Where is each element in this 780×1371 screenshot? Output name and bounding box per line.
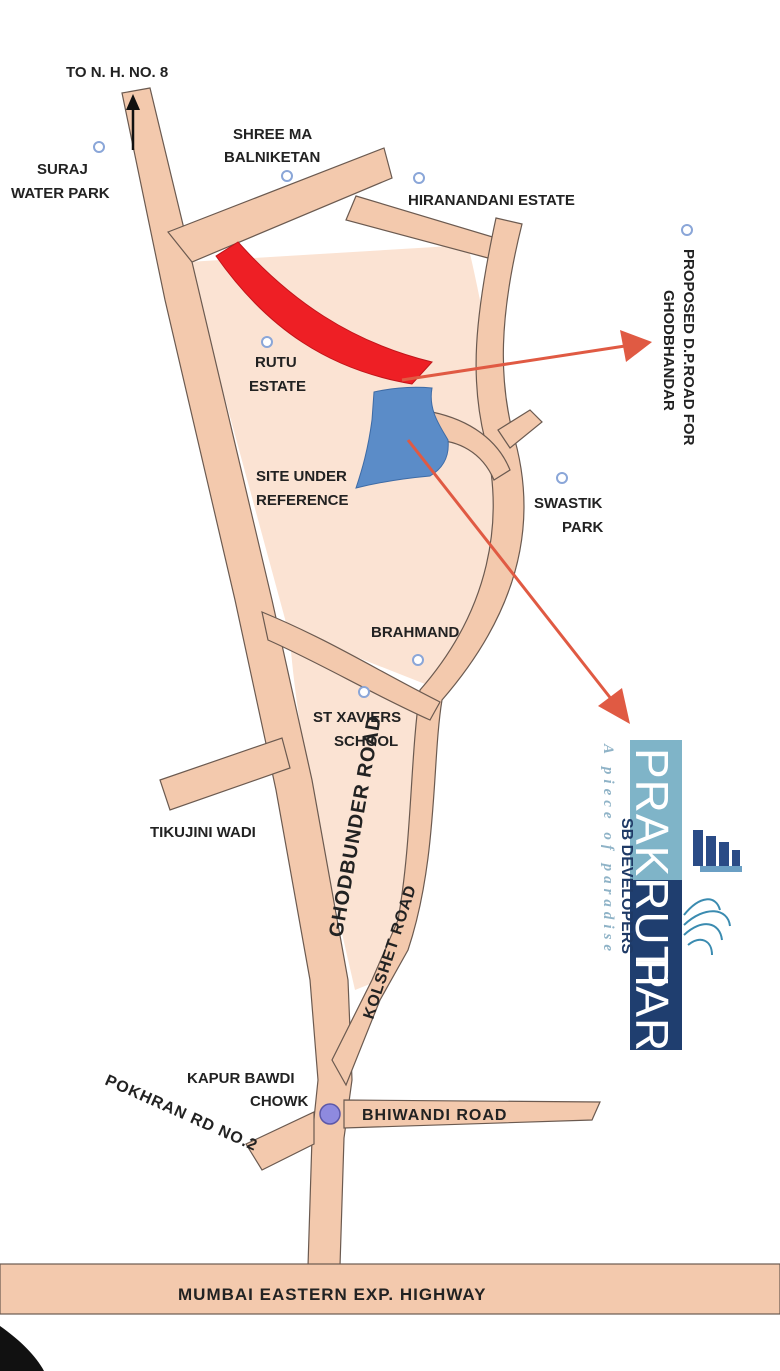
leaf-swirl-icon <box>683 898 731 956</box>
label-proposed-2: GHODBHANDAR <box>660 290 677 411</box>
label-site-2: REFERENCE <box>256 492 349 509</box>
label-rutu-1: RUTU <box>255 354 297 371</box>
arrow-to-brand <box>406 439 614 701</box>
brand-name-line1: PRAKRUTI <box>626 748 678 989</box>
poi-marker-icon <box>93 141 105 153</box>
label-bhiwandi: BHIWANDI ROAD <box>362 1107 507 1124</box>
label-shree-2: BALNIKETAN <box>224 149 320 166</box>
label-xaviers-2: SCHOOL <box>334 733 398 750</box>
north-arrow-icon <box>126 94 140 150</box>
area-south-block <box>290 640 429 990</box>
road-swastik-spur <box>497 409 543 449</box>
road-pokhran <box>245 1111 315 1171</box>
arrow-head-brand <box>598 688 630 724</box>
poi-marker-icon <box>413 172 425 184</box>
label-kapur-2: CHOWK <box>250 1093 308 1110</box>
poi-marker-icon <box>412 654 424 666</box>
label-swastik-1: SWASTIK <box>534 495 603 512</box>
poi-markers <box>93 141 693 698</box>
road-brahmand-link <box>261 611 441 721</box>
road-tikujini <box>159 737 291 811</box>
pointer-arrows <box>401 330 652 724</box>
label-proposed-1: PROPOSED D.P.ROAD FOR <box>680 249 697 446</box>
label-suraj-2: WATER PARK <box>11 185 110 202</box>
label-suraj-1: SURAJ <box>37 161 88 178</box>
poi-marker-icon <box>261 336 273 348</box>
arrow-to-proposed-road <box>401 344 626 382</box>
proposed-dp-road <box>215 241 433 385</box>
label-hiranandani: HIRANANDANI ESTATE <box>408 192 575 209</box>
road-ring <box>431 411 511 481</box>
poi-marker-icon <box>556 472 568 484</box>
label-brahmand: BRAHMAND <box>371 624 459 641</box>
label-highway: MUMBAI EASTERN EXP. HIGHWAY <box>178 1285 487 1304</box>
road-highway <box>0 1263 780 1315</box>
junction-marker-icon <box>319 1103 341 1125</box>
brand-tagline: A piece of paradise <box>600 743 616 956</box>
label-shree-1: SHREE MA <box>233 126 312 143</box>
poi-marker-icon <box>681 224 693 236</box>
arrow-head-proposed <box>620 330 652 362</box>
area-north-block <box>188 245 509 686</box>
road-shree-ma <box>167 147 393 263</box>
brand-developer: SB DEVELOPERS <box>618 818 635 954</box>
brand-panel <box>630 880 682 1050</box>
building-logo-icon <box>693 830 742 872</box>
brand-block: PRAKRUTI PARK SB DEVELOPERS A piece of p… <box>600 740 742 1084</box>
road-bhiwandi <box>343 1099 601 1129</box>
label-to-nh8: TO N. H. NO. 8 <box>66 64 168 81</box>
label-kapur-1: KAPUR BAWDI <box>187 1070 295 1087</box>
poi-marker-icon <box>358 686 370 698</box>
poi-marker-icon <box>281 170 293 182</box>
label-site-1: SITE UNDER <box>256 468 347 485</box>
label-xaviers-1: ST XAVIERS <box>313 709 401 726</box>
corner-decoration <box>0 1326 44 1371</box>
road-network <box>0 87 780 1315</box>
label-rutu-2: ESTATE <box>249 378 306 395</box>
label-swastik-2: PARK <box>562 519 604 536</box>
label-tikujini: TIKUJINI WADI <box>150 824 256 841</box>
brand-name-line2: PARK <box>626 958 678 1084</box>
